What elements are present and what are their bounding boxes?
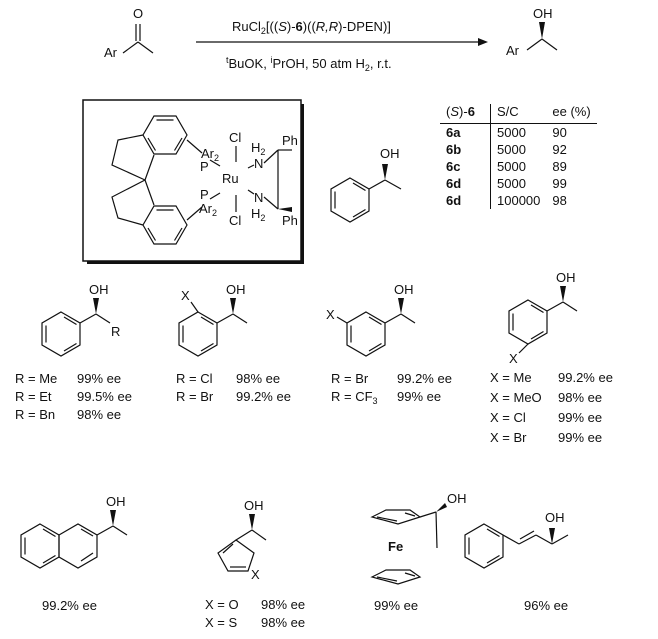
reaction-arrow — [196, 38, 488, 46]
m1-r-label: R — [111, 324, 121, 339]
header-ee: ee (%) — [546, 104, 597, 124]
cat-n-bottom: N — [254, 190, 264, 205]
m6-oh-label: OH — [244, 498, 264, 513]
cat-h2-top: H2 — [251, 140, 266, 158]
header-sc: S/C — [490, 104, 547, 124]
ferrocenyl-ee: 99% ee — [374, 598, 419, 613]
styryl-ee: 96% ee — [524, 598, 569, 613]
m5-oh-label: OH — [106, 494, 126, 509]
product-ar-label: Ar — [506, 43, 519, 58]
cat-h2-bottom: H2 — [251, 206, 266, 224]
reaction-conditions: tBuOK, iPrOH, 50 atm H2, r.t. — [226, 55, 392, 73]
reactant-ar-label: Ar — [104, 45, 117, 60]
m6-x-label: X — [251, 567, 260, 582]
center-phenylethanol — [330, 164, 402, 223]
table-header-row: (S)-6 S/C ee (%) — [440, 104, 597, 124]
product-mol-3 — [336, 298, 416, 357]
m2-oh-label: OH — [226, 282, 246, 297]
m2-x-label: X — [181, 288, 190, 303]
m4-oh-label: OH — [556, 270, 576, 285]
catalyst-condition: RuCl2[((S)-6)((R,R)-DPEN)] — [232, 19, 391, 37]
product-mol-2 — [178, 298, 248, 357]
cat-n-top: N — [254, 156, 264, 171]
m8-oh-label: OH — [545, 510, 565, 525]
product-alcohol — [526, 22, 558, 51]
m3-oh-label: OH — [394, 282, 414, 297]
reactant-oxygen-label: O — [133, 6, 144, 21]
product-mol-styryl — [464, 523, 569, 569]
m1-oh-label: OH — [89, 282, 109, 297]
cat-ar2-top: Ar2 — [201, 146, 220, 164]
cat-p-bottom: P — [200, 187, 209, 202]
header-catalyst: (S)-6 — [440, 104, 491, 124]
center-oh-label: OH — [380, 146, 400, 161]
cat-cl-top: Cl — [229, 130, 242, 145]
product-mol-naphthyl — [20, 510, 128, 569]
cat-ph-bottom: Ph — [282, 213, 298, 228]
spiro-catalyst-structure — [111, 115, 292, 245]
product-mol-4 — [508, 286, 578, 354]
reactant-ketone — [122, 24, 154, 54]
cat-ar2-bottom: Ar2 — [199, 201, 218, 219]
product-mol-ferrocenyl — [370, 503, 447, 585]
product-mol-1 — [41, 298, 111, 357]
m3-x-label: X — [326, 307, 335, 322]
naphthyl-ee: 99.2% ee — [42, 598, 97, 613]
cat-p-top: P — [200, 159, 209, 174]
product-oh-label: OH — [533, 6, 553, 21]
m7-oh-label: OH — [447, 491, 467, 506]
m7-fe-label: Fe — [388, 539, 404, 554]
m4-x-label: X — [509, 351, 518, 366]
product-mol-heteroaryl — [217, 514, 267, 572]
cat-cl-bottom: Cl — [229, 213, 242, 228]
cat-ph-top: Ph — [282, 133, 298, 148]
cat-ru: Ru — [222, 171, 239, 186]
catalyst-box-frame — [82, 99, 302, 262]
